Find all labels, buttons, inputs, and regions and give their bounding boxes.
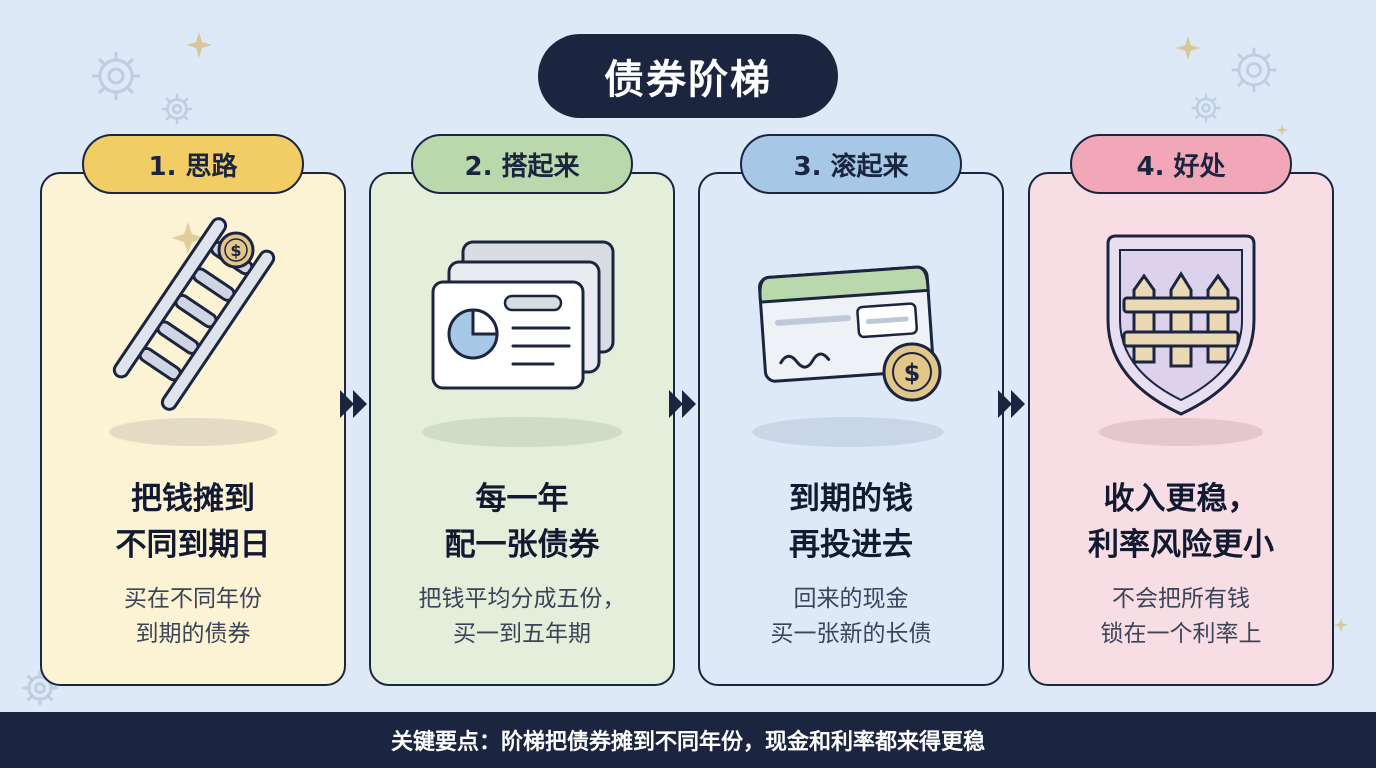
gear-icon [22,670,58,706]
key-takeaway-banner: 关键要点：阶梯把债券摊到不同年份，现金和利率都来得更稳 [0,712,1376,768]
headline-line: 利率风险更小 [1088,527,1274,563]
sparkle-icon [1334,618,1348,632]
shield-fence-icon [1099,234,1263,446]
gear-icon [161,93,193,125]
subtext-line: 买一到五年期 [453,621,591,647]
subtext-line: 买在不同年份 [124,586,262,612]
step-subtext-3: 回来的现金 买一张新的长债 [698,582,1004,652]
ladder-icon: $ [109,217,277,446]
gear-icon [92,52,140,100]
gear-icon [1191,93,1221,123]
headline-line: 把钱摊到 [131,481,255,517]
step-subtext-4: 不会把所有钱 锁在一个利率上 [1028,582,1334,652]
gear-icon [1231,47,1277,93]
key-takeaway-text: 关键要点：阶梯把债券摊到不同年份，现金和利率都来得更稳 [390,730,985,755]
step-headline-1: 把钱摊到 不同到期日 [40,476,346,568]
sparkle-icon [1276,124,1288,136]
documents-chart-icon [422,240,622,447]
step-headline-2: 每一年 配一张债券 [369,476,675,568]
svg-text:$: $ [230,241,241,260]
page-title: 债券阶梯 [538,34,838,118]
subtext-line: 到期的债券 [135,621,251,647]
step-headline-4: 收入更稳， 利率风险更小 [1028,476,1334,568]
chevron-right-icon [998,390,1025,418]
subtext-line: 把钱平均分成五份， [418,586,626,612]
headline-line: 不同到期日 [115,527,271,563]
sparkle-icon [186,32,212,58]
headline-line: 每一年 [475,481,569,517]
headline-line: 配一张债券 [444,527,600,563]
chevron-right-icon [340,390,367,418]
subtext-line: 不会把所有钱 [1112,586,1250,612]
sparkle-icon [1176,36,1200,60]
svg-text:$: $ [904,359,921,387]
step-tab-3: 3. 滚起来 [740,134,962,194]
bond-check-coin-icon: $ [752,265,944,447]
subtext-line: 买一张新的长债 [770,621,932,647]
chevron-right-icon [669,390,696,418]
headline-line: 收入更稳， [1103,481,1259,517]
subtext-line: 回来的现金 [793,586,909,612]
step-headline-3: 到期的钱 再投进去 [698,476,1004,568]
step-tab-2: 2. 搭起来 [411,134,633,194]
headline-line: 到期的钱 [789,481,913,517]
subtext-line: 锁在一个利率上 [1100,621,1262,647]
step-subtext-1: 买在不同年份 到期的债券 [40,582,346,652]
step-subtext-2: 把钱平均分成五份， 买一到五年期 [369,582,675,652]
headline-line: 再投进去 [789,527,913,563]
step-tab-1: 1. 思路 [82,134,304,194]
step-tab-4: 4. 好处 [1070,134,1292,194]
